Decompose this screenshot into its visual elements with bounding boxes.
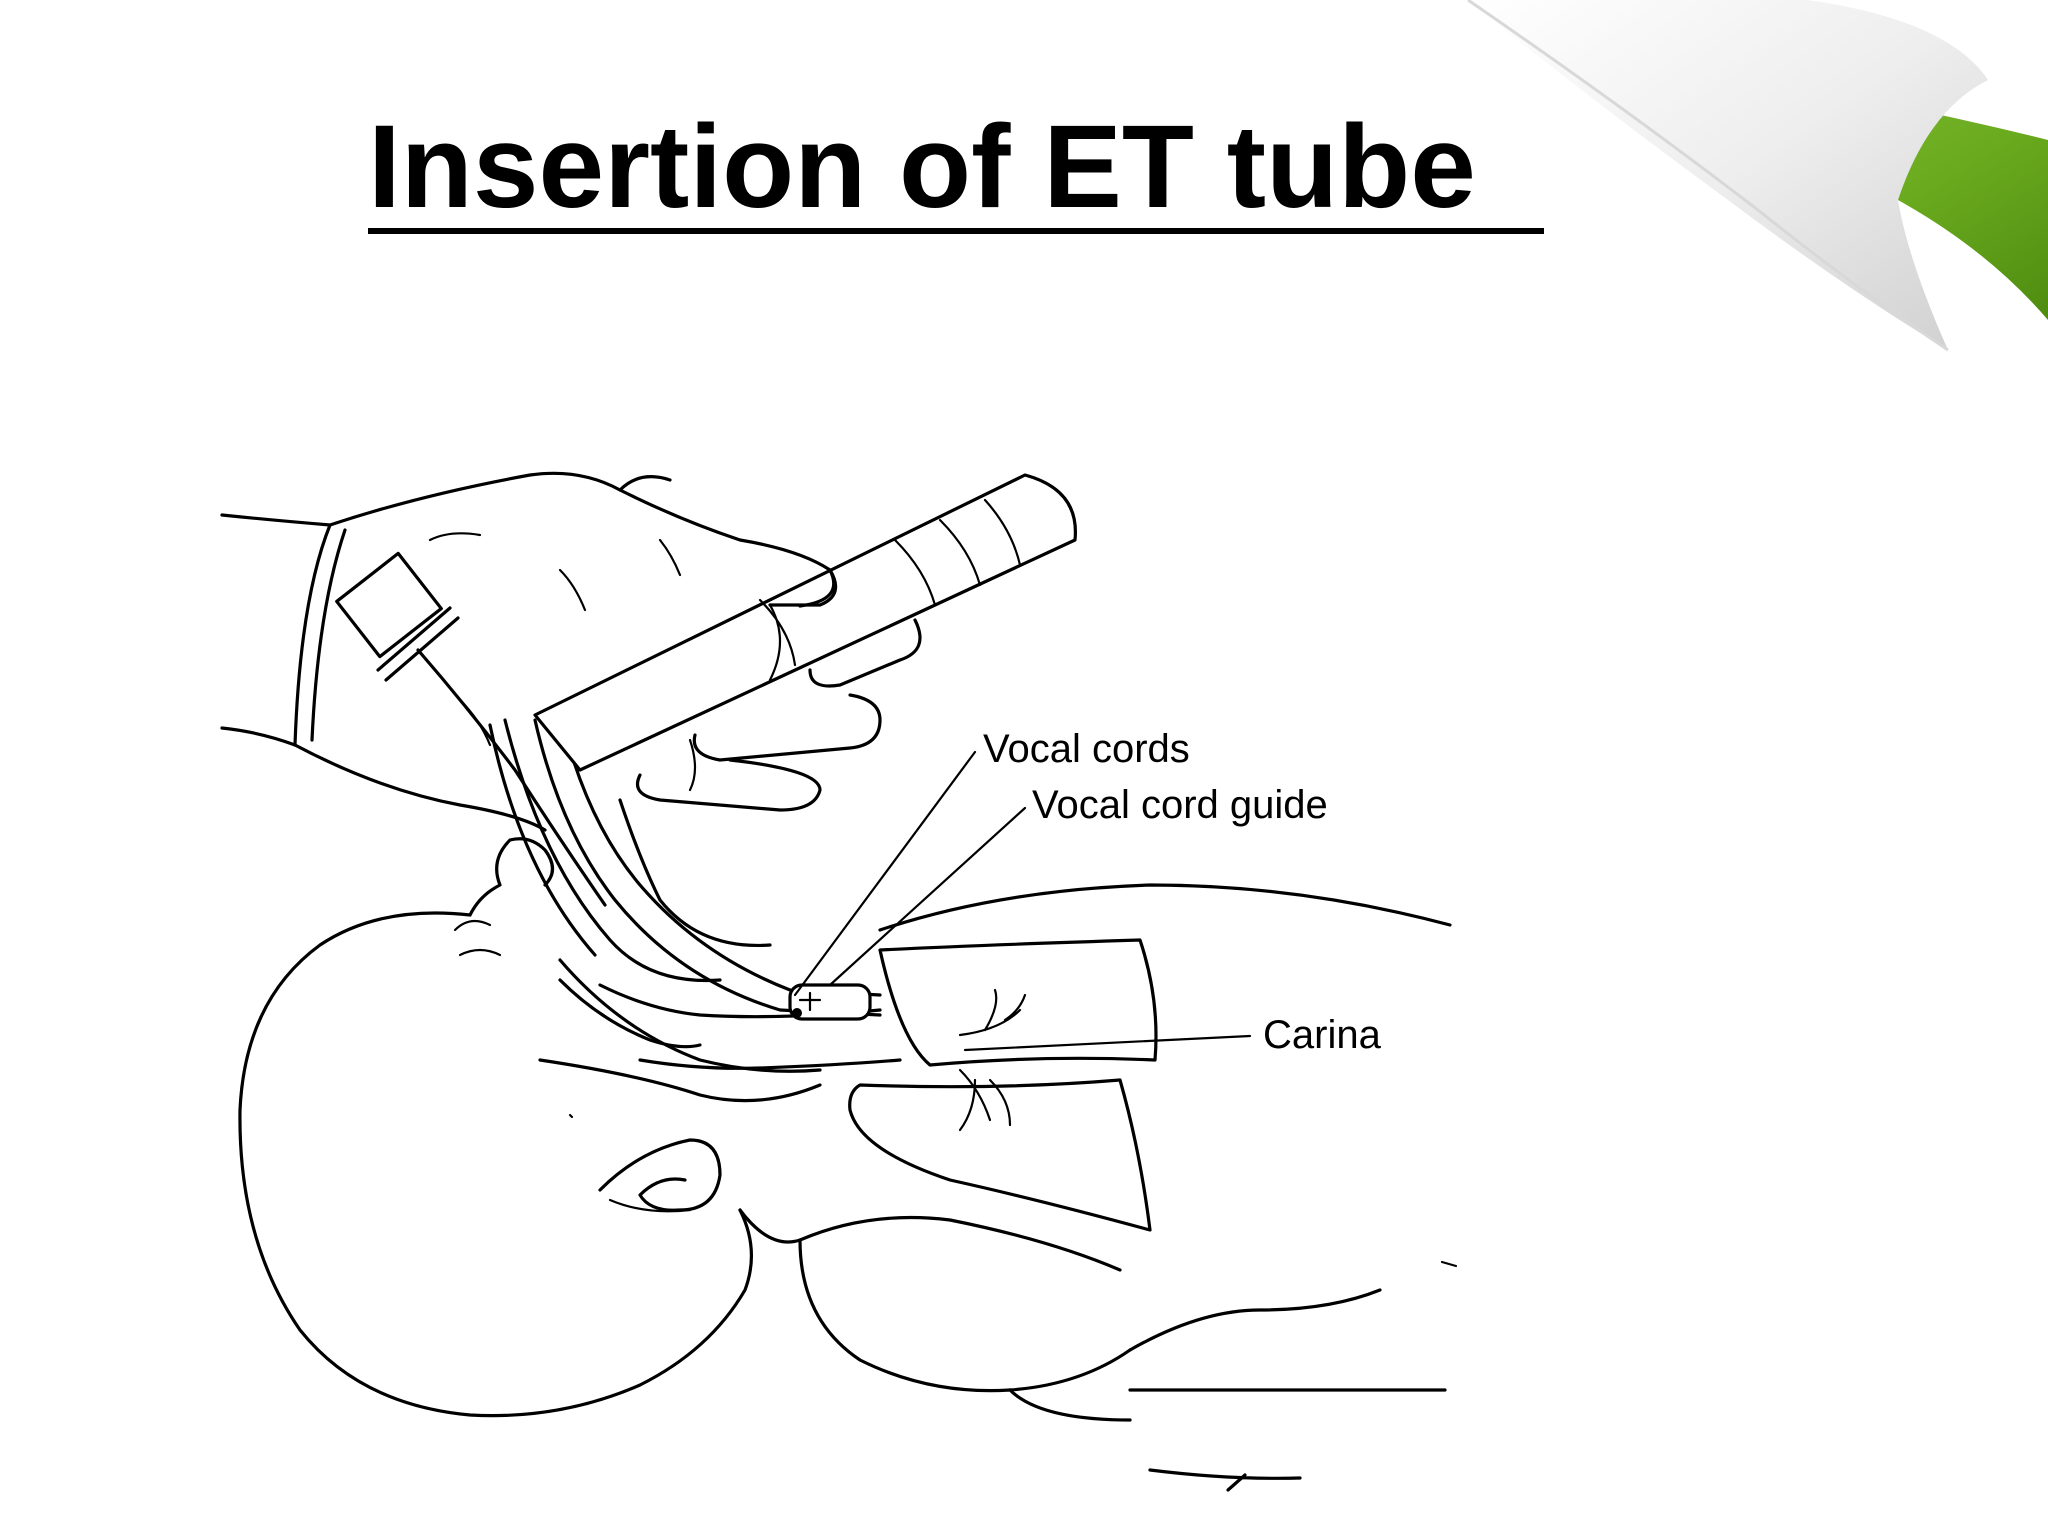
infant-ear-inner	[608, 1198, 692, 1213]
infant-skin-mark	[568, 1113, 574, 1119]
operator-thumb	[618, 475, 836, 608]
infant-mouth	[453, 919, 502, 957]
tube-stripe-1	[893, 538, 937, 607]
tube-stripe-3	[983, 498, 1022, 567]
infant-body-lower	[1128, 1288, 1382, 1492]
label-vocal-cord-guide: Vocal cord guide	[1032, 783, 1328, 827]
bronchi-left	[958, 1068, 1012, 1132]
slide-title: Insertion of ET tube	[368, 101, 1476, 233]
operator-forearm-bottom	[220, 726, 297, 747]
et-tube-tip	[788, 983, 872, 1021]
leader-carina	[963, 1034, 1252, 1052]
stylet-shaft	[416, 648, 607, 907]
leader-vocal-cords	[793, 750, 977, 997]
laryngoscope-blade	[503, 718, 722, 983]
vocal-cord-guide-mark	[798, 991, 822, 1012]
label-vocal-cords: Vocal cords	[983, 727, 1190, 771]
esophagus	[558, 978, 702, 1049]
infant-body-mark	[1440, 1260, 1458, 1268]
operator-glove-cuff	[293, 523, 347, 747]
et-tube-outer	[533, 718, 882, 1017]
infant-neck-back	[558, 958, 822, 1073]
operator-finger-creases	[688, 603, 782, 792]
et-tube-inner	[558, 710, 882, 997]
guide-dot	[792, 1008, 802, 1018]
infant-shoulder-top	[878, 883, 1452, 932]
infant-jaw	[538, 1058, 822, 1103]
trachea-lower-wall	[638, 1058, 902, 1070]
laryngoscope-blade-edge	[488, 723, 597, 957]
infant-ear	[598, 1138, 722, 1212]
operator-forearm-top	[220, 513, 332, 527]
infant-chest	[738, 1208, 1122, 1272]
operator-finger-2	[692, 693, 882, 762]
operator-palm-bottom	[293, 743, 772, 948]
stylet-handle	[335, 551, 443, 659]
infant-arm	[798, 1238, 1132, 1393]
infant-forearm	[1008, 1388, 1447, 1422]
right-lung	[878, 938, 1158, 1067]
label-carina: Carina	[1263, 1013, 1382, 1057]
title-underline	[368, 228, 1544, 234]
operator-finger-1	[808, 618, 922, 688]
operator-knuckle-lines	[428, 532, 682, 747]
operator-finger-3	[635, 758, 822, 812]
page-curl-decoration	[1467, 0, 2048, 352]
infant-nose	[468, 837, 555, 917]
et-tube-upper	[533, 473, 1077, 772]
bronchi-right	[958, 988, 1027, 1037]
infant-head	[238, 911, 753, 1418]
left-lung	[848, 1078, 1152, 1232]
stylet-crossbar	[376, 606, 460, 682]
tube-stripe-4	[758, 598, 797, 667]
leader-vocal-cord-guide	[828, 806, 1027, 987]
tube-stripe-2	[938, 518, 982, 587]
